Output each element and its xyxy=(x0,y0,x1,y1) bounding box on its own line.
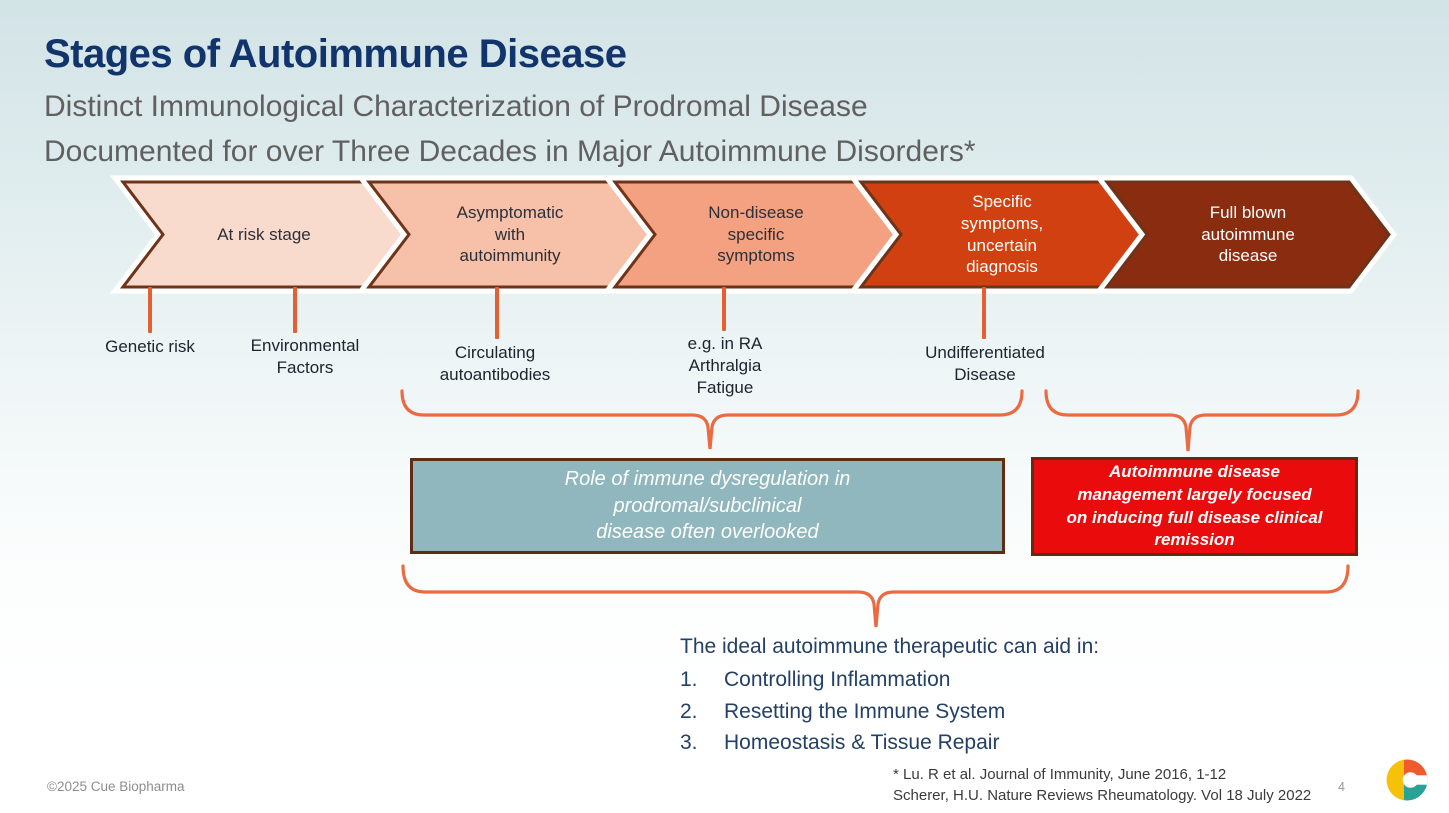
brace-prodromal xyxy=(400,389,1024,450)
annotation-genetic-risk: Genetic risk xyxy=(105,337,195,356)
stage-chevron-full-blown xyxy=(1093,175,1398,294)
list-number: 3. xyxy=(680,730,698,754)
annotation-circulating-autoantibodies: Circulating autoantibodies xyxy=(439,343,551,385)
annotation-environmental-factors: Environmental Factors xyxy=(250,336,360,378)
list-number: 2. xyxy=(680,699,698,723)
conclusion-intro: The ideal autoimmune therapeutic can aid… xyxy=(680,635,1100,658)
brace-ideal-therapeutic xyxy=(401,564,1350,628)
connector-line xyxy=(495,287,499,339)
page-number: 4 xyxy=(1338,780,1345,794)
stage-label-non-disease: Non-disease specific symptoms xyxy=(708,202,804,266)
list-number: 1. xyxy=(680,668,698,692)
brace-full-disease xyxy=(1044,389,1360,452)
citation-text: * Lu. R et al. Journal of Immunity, June… xyxy=(893,766,1312,804)
annotation-ra-symptoms: e.g. in RA Arthralgia Fatigue xyxy=(687,334,763,398)
connector-line xyxy=(293,287,297,333)
connector-line xyxy=(148,287,152,333)
page-title: Stages of Autoimmune Disease xyxy=(44,32,627,76)
list-text: Controlling Inflammation xyxy=(724,668,951,692)
copyright-text: ©2025 Cue Biopharma xyxy=(47,779,185,794)
connector-line xyxy=(982,287,986,339)
annotation-undifferentiated-disease: Undifferentiated Disease xyxy=(925,343,1045,385)
logo-c-notch xyxy=(1410,775,1428,785)
stage-label-at-risk: At risk stage xyxy=(217,224,311,244)
list-text: Homeostasis & Tissue Repair xyxy=(724,730,1000,754)
list-text: Resetting the Immune System xyxy=(724,699,1006,723)
stage-label-asymptomatic: Asymptomatic with autoimmunity xyxy=(456,202,564,266)
list-item: 3. Homeostasis & Tissue Repair xyxy=(680,730,1240,756)
conclusion-block: The ideal autoimmune therapeutic can aid… xyxy=(680,634,1240,761)
stage-label-specific-symptoms: Specific symptoms, uncertain diagnosis xyxy=(960,192,1044,277)
list-item: 2. Resetting the Immune System xyxy=(680,699,1240,725)
stage-label-full-blown: Full blown autoimmune disease xyxy=(1201,202,1295,266)
callout-disease-management: Autoimmune disease management largely fo… xyxy=(1031,457,1358,556)
connector-line xyxy=(722,287,726,331)
callout-immune-dysregulation: Role of immune dysregulation in prodroma… xyxy=(410,458,1005,554)
list-item: 1. Controlling Inflammation xyxy=(680,667,1240,693)
cue-biopharma-logo-icon xyxy=(1386,759,1428,801)
page-subtitle: Distinct Immunological Characterization … xyxy=(44,90,976,168)
chevron-shape xyxy=(1103,180,1391,289)
logo-yellow-segment xyxy=(1386,759,1404,801)
